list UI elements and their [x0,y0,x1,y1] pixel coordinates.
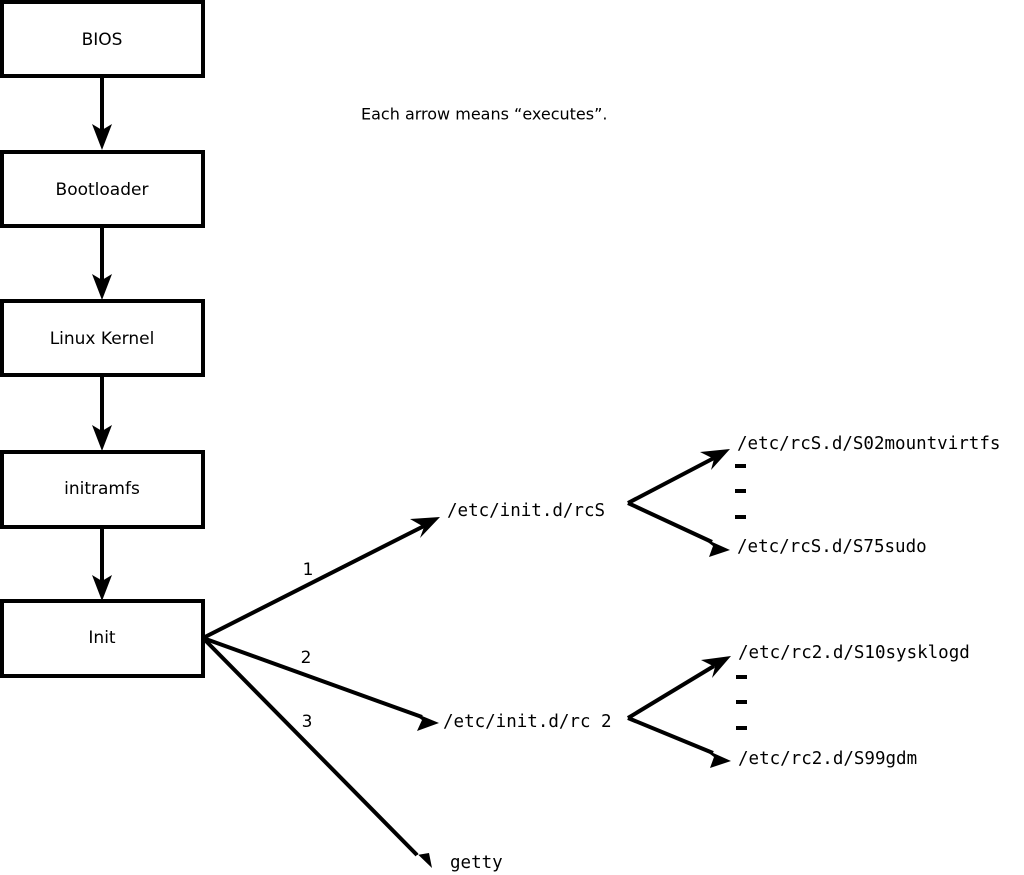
rcs-subbranch-top-line [627,456,715,505]
box-bootloader-label: Bootloader [56,180,149,200]
box-initramfs-label: initramfs [64,479,140,499]
rc2-subbranch-bottom [627,716,731,768]
rcs-subbranch-bottom-arrowhead [701,537,730,557]
box-initramfs[interactable]: initramfs [0,450,205,529]
chain-connectors [92,76,112,601]
box-bios[interactable]: BIOS [0,0,205,78]
label-etc-init-d-rcS: /etc/init.d/rcS [447,501,605,521]
box-linux-kernel-rect [0,299,205,377]
init-branch-3-arrowhead [406,843,432,868]
label-rc2-first-script: /etc/rc2.d/S10sysklogd [738,643,970,663]
box-init-label: Init [88,628,116,648]
init-branch-1-arrowhead [410,517,440,538]
label-rc2-last-script: /etc/rc2.d/S99gdm [738,749,917,769]
rc2-subbranch-top [626,656,731,720]
init-branch-3-line [201,636,419,857]
init-branch-1-number: 1 [303,560,314,580]
rc2-subbranch-top-line [626,664,716,720]
init-branch-3-number: 3 [302,712,313,732]
init-branch-2-arrowhead [410,711,439,731]
arrowhead-bootloader-to-kernel [92,274,112,300]
arrowhead-initramfs-to-init [92,575,112,601]
rcs-subbranch-top-arrowhead [700,449,730,470]
box-linux-kernel-label: Linux Kernel [50,329,155,349]
rcs-ellipsis [735,464,746,519]
rcs-subbranch-bottom-line [627,501,713,544]
rc2-subbranch-top-arrowhead [701,656,731,678]
init-branch-2-line [202,636,423,719]
arrowhead-bios-to-bootloader [92,124,112,150]
init-branch-2 [202,636,439,731]
box-bios-rect [0,0,205,78]
rcs-subbranch-bottom [627,501,730,557]
init-branch-2-number: 2 [301,648,312,668]
label-rcs-last-script: /etc/rcS.d/S75sudo [737,537,927,557]
init-branch-1-line [202,523,427,640]
init-branch-3 [201,636,432,868]
box-linux-kernel[interactable]: Linux Kernel [0,299,205,377]
init-branch-1 [202,517,440,640]
label-rcs-first-script: /etc/rcS.d/S02mountvirtfs [737,434,1000,454]
box-initramfs-rect [0,450,205,529]
label-getty: getty [450,853,503,873]
diagram-note: Each arrow means “executes”. [361,105,607,124]
arrowhead-kernel-to-initramfs [92,425,112,451]
box-bootloader-rect [0,150,205,228]
rc2-ellipsis [736,675,747,730]
box-init[interactable]: Init [0,599,205,678]
box-bootloader[interactable]: Bootloader [0,150,205,228]
box-bios-label: BIOS [82,30,123,50]
rcs-subbranch-top [627,449,730,505]
rc2-subbranch-bottom-line [627,716,714,755]
rc2-subbranch-bottom-arrowhead [702,748,731,768]
label-etc-init-d-rc-2: /etc/init.d/rc 2 [443,712,612,732]
